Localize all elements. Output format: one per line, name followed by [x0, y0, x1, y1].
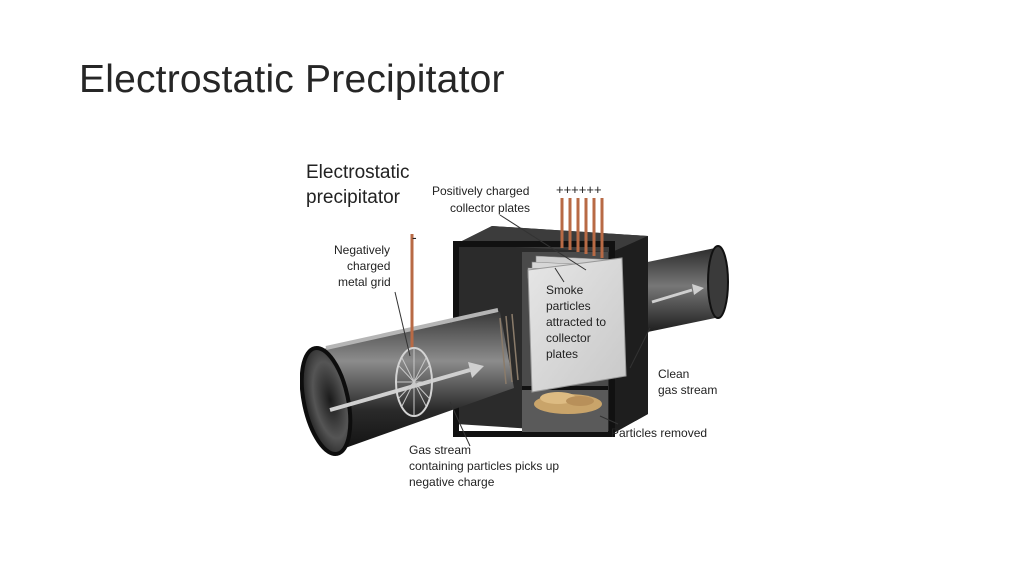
page-title: Electrostatic Precipitator	[79, 58, 505, 101]
label-smoke-3: attracted to	[546, 315, 606, 329]
precipitator-diagram: Electrostatic precipitator Positively ch…	[300, 152, 740, 497]
outlet-pipe	[638, 245, 729, 334]
label-metal-grid-2: charged	[347, 259, 390, 273]
label-collector-plates-1: Positively charged	[432, 184, 529, 198]
label-metal-grid-3: metal grid	[338, 275, 391, 289]
label-gas-stream-3: negative charge	[409, 475, 495, 489]
label-smoke-2: particles	[546, 299, 591, 313]
diagram-heading-line2: precipitator	[306, 187, 401, 208]
collected-particles	[534, 392, 602, 414]
label-smoke-1: Smoke	[546, 283, 584, 297]
metal-grid	[395, 234, 433, 417]
precipitator-illustration: Electrostatic precipitator Positively ch…	[300, 162, 729, 489]
label-gas-stream-1: Gas stream	[409, 443, 471, 457]
collector-plates	[527, 255, 627, 393]
label-metal-grid-1: Negatively	[334, 243, 390, 257]
label-collector-plates-2: collector plates	[450, 201, 530, 215]
diagram-heading-line1: Electrostatic	[306, 162, 409, 183]
minus-sign: -	[412, 229, 417, 245]
label-clean-1: Clean	[658, 367, 689, 381]
label-clean-2: gas stream	[658, 383, 717, 397]
positive-electrodes	[560, 198, 604, 258]
label-smoke-5: plates	[546, 347, 578, 361]
leader-lines	[394, 214, 651, 447]
label-smoke-4: collector	[546, 331, 591, 345]
label-particles-removed: Particles removed	[611, 426, 707, 440]
label-gas-stream-2: containing particles picks up	[409, 459, 559, 473]
plus-signs: ++++++	[556, 182, 602, 197]
